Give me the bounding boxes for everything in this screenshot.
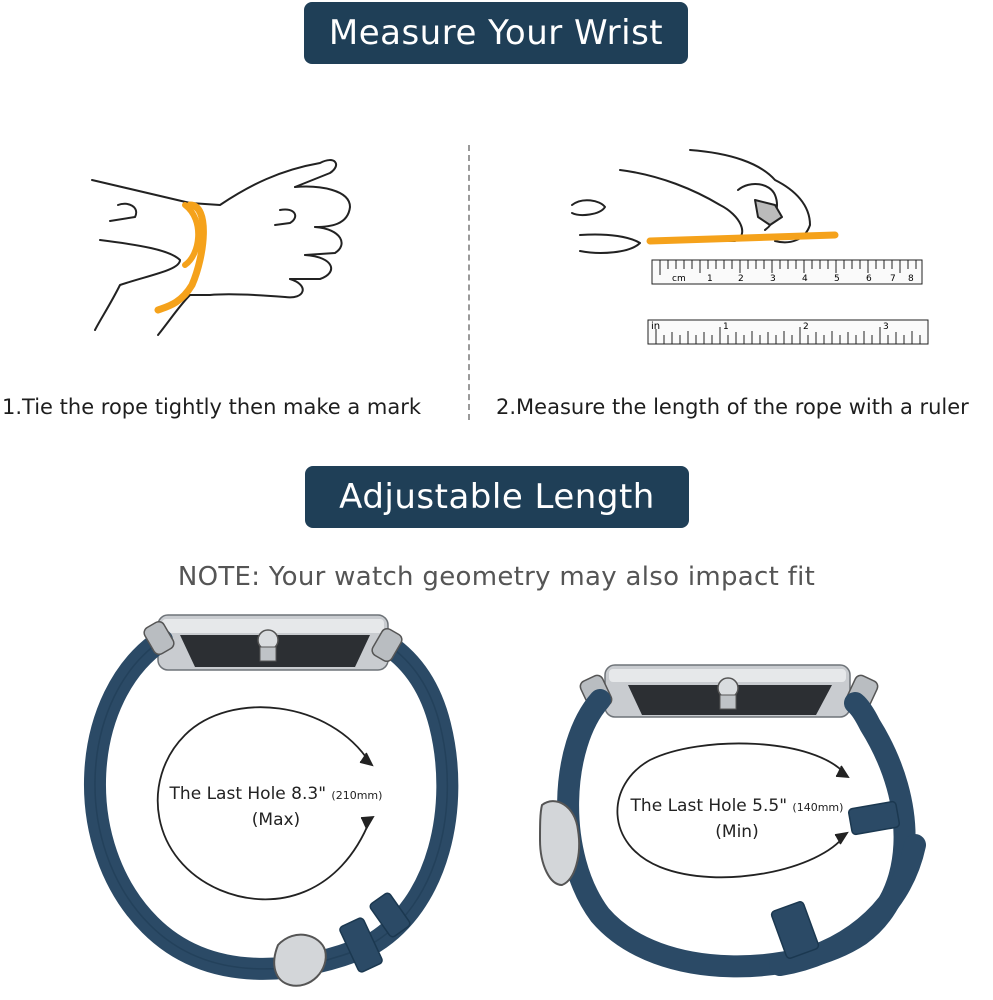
inch-ruler: in 1 2 3 <box>647 319 929 345</box>
strap-max-illustration <box>84 614 459 987</box>
strap-min-range: (Min) <box>715 822 759 842</box>
cm-tick: 4 <box>802 274 808 284</box>
dashed-divider <box>468 145 470 420</box>
measure-wrist-title: Measure Your Wrist <box>328 13 664 53</box>
inch-tick: 1 <box>723 322 729 332</box>
step-1-caption: 1.Tie the rope tightly then make a mark <box>2 395 422 419</box>
inch-tick: 2 <box>803 322 809 332</box>
strap-max-mm: (210mm) <box>331 789 383 802</box>
strap-min-mm: (140mm) <box>792 801 844 814</box>
inch-label: in <box>651 321 660 332</box>
adjustable-length-banner: Adjustable Length <box>305 466 689 528</box>
cm-tick: 3 <box>770 274 776 284</box>
measurement-ring-max <box>156 706 375 901</box>
inch-tick: 3 <box>883 322 889 332</box>
cm-tick: 1 <box>707 274 713 284</box>
cm-label: cm <box>672 274 686 284</box>
strap-min-illustration <box>538 664 926 978</box>
strap-max-label: The Last Hole 8.3" (210mm) (Max) <box>156 782 396 832</box>
cm-tick: 8 <box>908 274 914 284</box>
strap-max-hole: The Last Hole 8.3" <box>169 784 327 804</box>
measure-wrist-banner: Measure Your Wrist <box>304 2 688 64</box>
fit-note: NOTE: Your watch geometry may also impac… <box>177 562 816 592</box>
cm-tick: 6 <box>866 274 872 284</box>
measurement-ring-min <box>616 742 850 879</box>
strap-min-hole: The Last Hole 5.5" <box>630 796 788 816</box>
tie-rope-illustration <box>91 159 351 336</box>
ruler-measure-illustration: cm 1 2 3 4 5 6 7 8 in <box>571 149 929 345</box>
adjustable-length-title: Adjustable Length <box>339 477 655 517</box>
cm-tick: 7 <box>890 274 896 284</box>
strap-max-range: (Max) <box>251 810 301 830</box>
cm-tick: 5 <box>834 274 840 284</box>
step-2-caption: 2.Measure the length of the rope with a … <box>496 395 969 419</box>
cm-ruler: cm 1 2 3 4 5 6 7 8 <box>651 259 923 285</box>
cm-tick: 2 <box>738 274 744 284</box>
strap-min-label: The Last Hole 5.5" (140mm) (Min) <box>612 794 862 844</box>
